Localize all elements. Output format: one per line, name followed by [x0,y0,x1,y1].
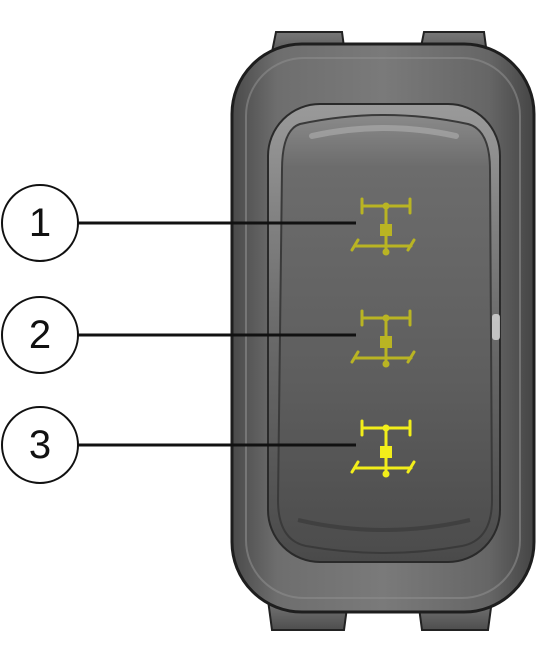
drivetrain-axle-icon [350,419,416,478]
callout-circle [1,406,79,484]
callout-circle [1,296,79,374]
callout-circle [1,184,79,262]
drivetrain-axle-icon [350,309,416,368]
drivetrain-icons [350,197,416,478]
drivetrain-axle-icon [350,197,416,256]
callouts [1,184,356,484]
